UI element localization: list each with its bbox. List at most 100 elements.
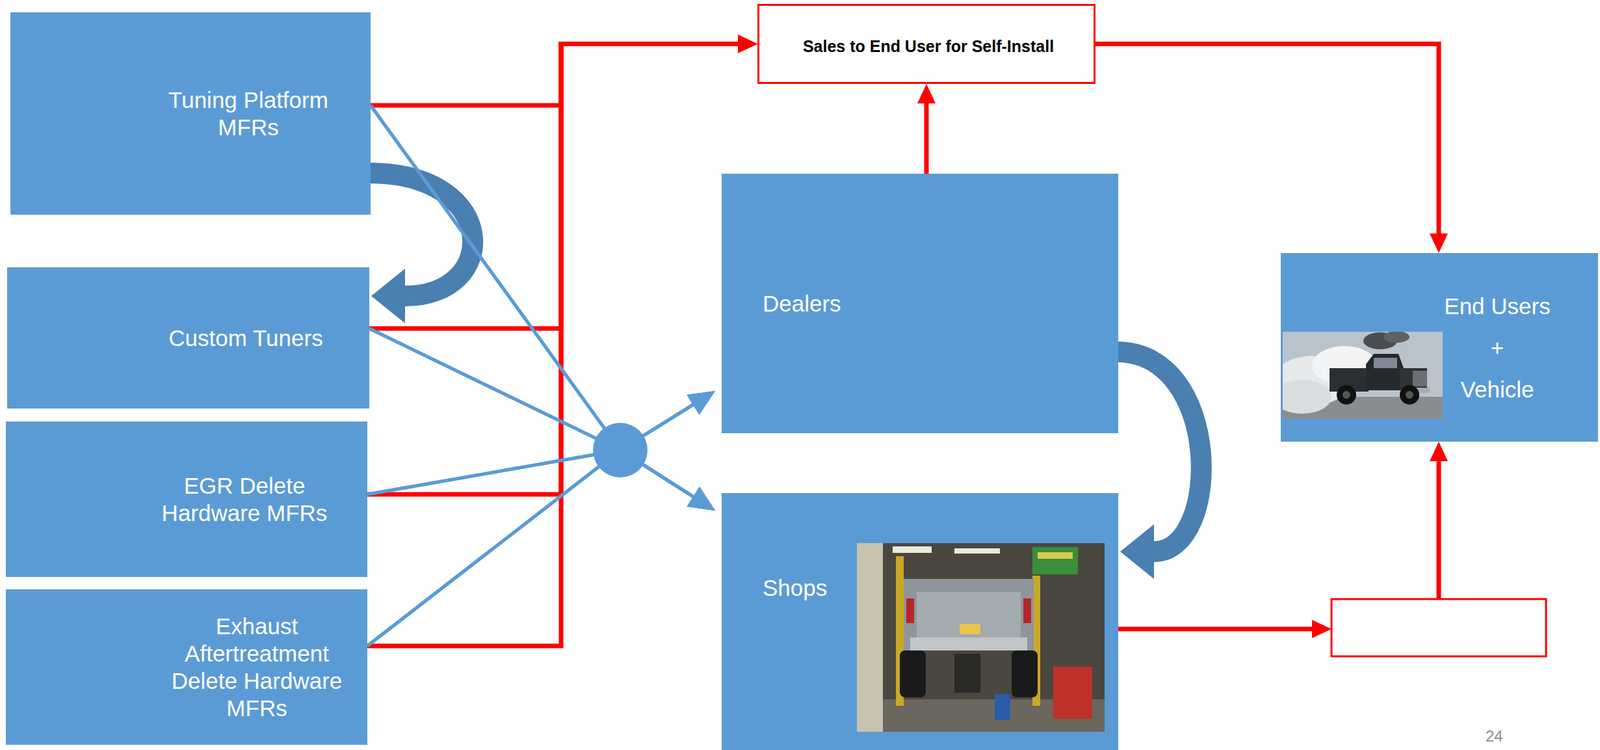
connector-arrow [370, 105, 716, 450]
illustration-shape [899, 650, 926, 697]
text-column: EGR Delete Hardware MFRs [146, 472, 342, 527]
connector-line [367, 404, 694, 495]
empty-box [1331, 598, 1547, 656]
connector-line [924, 103, 930, 174]
illustration-shape [903, 578, 1034, 651]
connector-line [370, 105, 694, 497]
arrow-head [371, 268, 406, 324]
connector-line [369, 328, 694, 497]
shop-photo [856, 542, 1105, 732]
illustration-shape [1282, 379, 1332, 414]
truck-photo [1282, 331, 1443, 419]
illustration-shape [1365, 353, 1404, 391]
illustration-shape [954, 653, 981, 693]
connector-line [367, 404, 694, 646]
connector-line [1095, 44, 1439, 235]
connector-arrow [369, 328, 716, 450]
connector-line [369, 172, 473, 296]
node-text: Shops [762, 574, 893, 602]
illustration-shape [856, 542, 883, 732]
illustration-shape [959, 623, 981, 634]
illustration-shape [856, 542, 1105, 732]
connector-arrow [367, 449, 716, 511]
node-text: + [1422, 327, 1573, 369]
arrow-head [737, 35, 758, 54]
connector-arrow [370, 105, 716, 511]
connector-line [370, 105, 694, 450]
arrow-head [687, 390, 716, 415]
illustration-shape [1373, 357, 1398, 368]
connector-line [367, 44, 738, 495]
node-text: Dealers [762, 289, 958, 318]
connector-arrow [917, 83, 936, 174]
illustration-shape [1023, 598, 1032, 623]
illustration-shape [994, 693, 1011, 720]
arrow-head [737, 35, 758, 54]
supplier-box: Exhaust Aftertreatment Delete Hardware M… [5, 589, 368, 745]
arrow-head [737, 35, 758, 54]
illustration-shape [1412, 370, 1428, 387]
arrow-head [687, 486, 716, 511]
connector-arrow [367, 449, 716, 646]
channel-box: Dealers [721, 173, 1119, 433]
illustration-shape [906, 598, 915, 623]
illustration-shape [1011, 650, 1038, 697]
illustration-shape [1399, 384, 1420, 405]
arrow-head [1429, 233, 1448, 253]
text-column: Tuning Platform MFRs [150, 86, 346, 142]
text-column: End Users+Vehicle [1422, 285, 1573, 411]
node-text: Tuning Platform MFRs [150, 86, 346, 142]
arrow-head [687, 486, 716, 511]
arrow-head [1120, 524, 1155, 579]
connector-arrow [367, 35, 758, 647]
illustration-shape [1342, 390, 1351, 399]
illustration-shape [916, 591, 1021, 638]
supplier-box: Tuning Platform MFRs [10, 12, 371, 215]
text-column: Exhaust Aftertreatment Delete Hardware M… [162, 612, 352, 722]
node-text: Exhaust Aftertreatment Delete Hardware M… [162, 612, 352, 722]
arrow-head [1429, 441, 1448, 461]
arrow-head [687, 390, 716, 415]
arrow-head [687, 486, 716, 511]
text-column: Shops [762, 574, 893, 602]
illustration-shape [1037, 551, 1073, 559]
arrow-head [687, 486, 716, 511]
supplier-box: EGR Delete Hardware MFRs [5, 421, 368, 577]
connector-line [1118, 626, 1312, 632]
text-column: Dealers [762, 289, 958, 318]
connector-arrow [367, 390, 716, 646]
arrow-head [1311, 619, 1332, 638]
node-text: Custom Tuners [148, 324, 344, 352]
connector-line [367, 44, 738, 647]
arrow-head [917, 83, 936, 104]
connector-line [367, 449, 694, 646]
page-number: 24 [1485, 726, 1504, 746]
illustration-shape [1405, 390, 1414, 399]
text-column: Custom Tuners [148, 324, 344, 352]
illustration-shape [954, 548, 1000, 554]
connector-line [369, 328, 694, 450]
illustration-shape [1383, 331, 1410, 343]
supplier-box: Custom Tuners [7, 267, 370, 409]
node-text: Vehicle [1422, 368, 1573, 411]
connector-line [1116, 351, 1202, 552]
connector-arrow [369, 172, 473, 324]
illustration-shape [1336, 384, 1357, 405]
connector-line [370, 44, 738, 106]
connector-line [1436, 460, 1442, 599]
illustration-shape [892, 546, 932, 553]
illustration-shape [1032, 546, 1078, 575]
junction-dot [592, 422, 648, 478]
connector-arrow [1095, 44, 1448, 254]
arrow-head [687, 390, 716, 415]
node-text: End Users [1422, 285, 1573, 328]
connector-arrow [1116, 351, 1202, 579]
text-column: Sales to End User for Self-Install [769, 36, 1088, 56]
node-text: EGR Delete Hardware MFRs [146, 472, 342, 527]
arrow-head [687, 390, 716, 415]
illustration-shape [1053, 666, 1093, 719]
node-text: Sales to End User for Self-Install [769, 36, 1088, 56]
connector-line [369, 44, 738, 329]
arrow-head [737, 35, 758, 54]
illustration-shape [910, 637, 1028, 651]
